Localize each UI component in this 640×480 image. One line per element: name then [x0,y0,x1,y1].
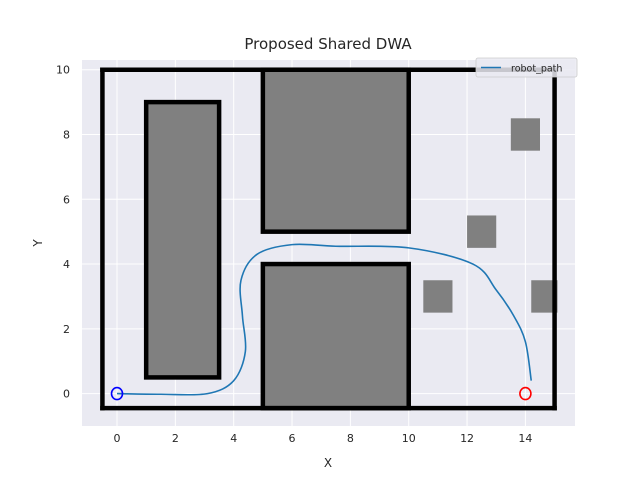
x-axis-label: X [324,456,332,470]
x-tick-labels: 0 2 4 6 8 10 12 14 [114,432,533,445]
x-tick-label: 4 [230,432,237,445]
y-tick-label: 8 [63,128,70,141]
chart-title: Proposed Shared DWA [244,35,412,53]
position-markers [110,386,532,401]
x-tick-label: 2 [172,432,179,445]
y-tick-label: 2 [63,323,70,336]
start-marker [110,386,124,401]
bordered-obstacle [260,67,411,234]
goal-marker [519,386,532,401]
x-tick-label: 6 [289,432,296,445]
y-tick-label: 10 [56,64,70,77]
legend-label-robot-path: robot_path [511,64,562,75]
x-tick-label: 12 [460,432,474,445]
y-tick-label: 6 [63,193,70,206]
x-tick-label: 14 [518,432,532,445]
bordered-obstacle [143,99,222,380]
y-tick-labels: 0 2 4 6 8 10 [56,64,70,401]
x-tick-label: 10 [402,432,416,445]
bordered-obstacle [260,261,411,411]
small-obstacle [467,215,497,248]
obstacles [143,67,558,411]
robot-path-line [116,243,533,396]
small-obstacle [423,280,453,313]
x-tick-label: 8 [347,432,354,445]
legend: robot_path [475,57,578,78]
legend-box [475,57,578,78]
y-axis-label: Y [31,239,45,248]
y-tick-label: 0 [63,388,70,401]
data-series [116,243,533,396]
small-obstacle [510,118,540,151]
x-tick-label: 0 [114,432,121,445]
y-tick-label: 4 [63,258,70,271]
